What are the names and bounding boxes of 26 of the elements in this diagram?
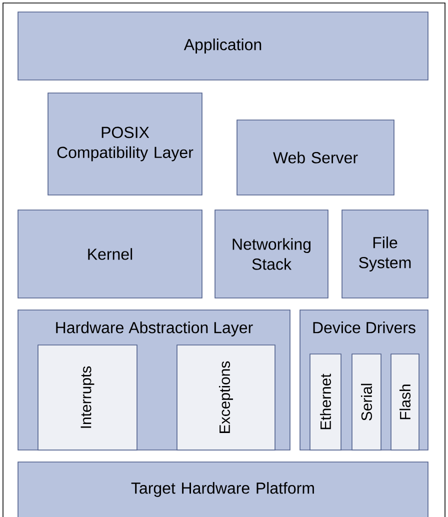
panel-heading: Hardware Abstraction Layer xyxy=(56,322,253,336)
layer-box xyxy=(18,12,428,80)
layer-label: POSIX Compatibility Layer xyxy=(57,126,194,162)
module-box xyxy=(390,354,420,450)
layer-box xyxy=(214,210,328,298)
layer-box xyxy=(236,120,394,196)
layer-box xyxy=(48,92,202,196)
module-box xyxy=(352,354,382,450)
layer-label: Target Hardware Platform xyxy=(131,482,314,497)
layer-label: Networking Stack xyxy=(232,238,310,270)
layer-label: Kernel xyxy=(88,248,132,260)
module-label: Ethernet xyxy=(320,374,331,430)
module-label: Flash xyxy=(400,384,410,420)
layer-label: Application xyxy=(184,38,262,54)
layer-box xyxy=(18,210,202,298)
panel-heading: Device Drivers xyxy=(313,322,416,334)
module-box xyxy=(310,354,342,450)
module-box xyxy=(176,344,276,450)
layer-box xyxy=(342,210,428,298)
layer-label: Web Server xyxy=(273,152,358,164)
module-label: Interrupts xyxy=(80,366,94,428)
module-label: Serial xyxy=(361,384,372,420)
module-box xyxy=(38,344,138,450)
module-label: Exceptions xyxy=(219,361,233,433)
layer-label: File System xyxy=(359,236,411,272)
layer-box xyxy=(18,462,428,517)
